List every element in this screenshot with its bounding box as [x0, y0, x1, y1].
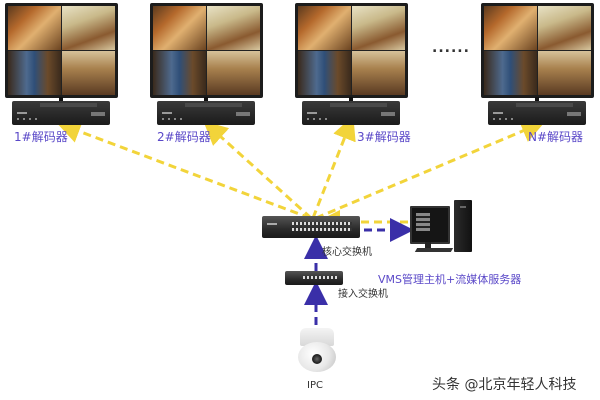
- pc-monitor: [410, 206, 450, 244]
- link-core-to-decoder-1: [56, 120, 311, 220]
- decoder-2-label: 2#解码器: [157, 130, 211, 144]
- monitor-2: [150, 3, 263, 98]
- monitor-stand: [535, 97, 539, 103]
- monitor-stand: [59, 97, 63, 103]
- core-switch: [262, 216, 360, 238]
- link-core-to-decoder-2: [203, 120, 313, 220]
- monitor-1: [5, 3, 118, 98]
- switch-ports: [303, 276, 337, 279]
- ipc-label: IPC: [307, 380, 323, 391]
- decoder-1: [12, 101, 110, 125]
- decoder-n: [488, 101, 586, 125]
- monitor-stand: [349, 97, 353, 103]
- monitor-stand: [204, 97, 208, 103]
- camera-grid-screen: [298, 6, 405, 95]
- decoder-n-label: N#解码器: [528, 130, 584, 144]
- pc-keyboard: [414, 248, 454, 252]
- switch-ports: [292, 222, 352, 225]
- monitor-n: [481, 3, 594, 98]
- decoder-2: [157, 101, 255, 125]
- access-switch-label: 接入交换机: [338, 289, 388, 300]
- decoder-1-label: 1#解码器: [14, 130, 68, 144]
- camera-grid-screen: [484, 6, 591, 95]
- decoder-3-label: 3#解码器: [357, 130, 411, 144]
- watermark: 头条 @北京年轻人科技: [432, 377, 577, 393]
- access-switch: [285, 271, 343, 285]
- pc-monitor-stand: [425, 242, 431, 248]
- switch-ports: [292, 228, 352, 231]
- pc-tower: [454, 200, 472, 252]
- core-switch-label: 核心交换机: [322, 247, 372, 258]
- decoder-3: [302, 101, 400, 125]
- more-decoders-ellipsis: ......: [432, 40, 470, 56]
- link-core-to-decoder-3: [311, 115, 356, 219]
- monitor-3: [295, 3, 408, 98]
- vms-server-pc: [410, 200, 472, 256]
- ipc-dome-camera: [296, 328, 338, 374]
- camera-grid-screen: [8, 6, 115, 95]
- link-core-to-decoder-n: [315, 119, 546, 220]
- camera-lens-icon: [312, 354, 322, 364]
- vms-server-label: VMS管理主机+流媒体服务器: [378, 273, 522, 286]
- camera-grid-screen: [153, 6, 260, 95]
